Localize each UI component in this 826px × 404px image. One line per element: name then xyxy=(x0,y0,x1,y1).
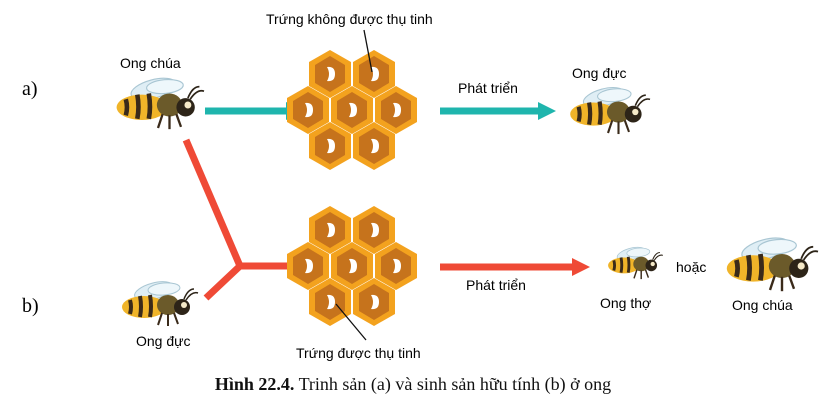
arrow-develop-a xyxy=(440,102,556,120)
red-junction-lines xyxy=(182,138,306,301)
worker-label: Ong thợ xyxy=(600,295,651,311)
worker-bee-icon xyxy=(606,243,665,281)
or-label: hoặc xyxy=(676,259,706,275)
queen-bee-icon-b xyxy=(727,234,818,291)
part-b-label: b) xyxy=(22,295,39,317)
honeycomb-fertilized xyxy=(287,206,417,326)
part-a-label: a) xyxy=(22,78,38,100)
queen-label-b: Ong chúa xyxy=(732,297,793,313)
fertilized-egg-pointer xyxy=(335,303,367,341)
caption-number: Hình 22.4. xyxy=(214,374,295,394)
drone-bee-icon-a xyxy=(570,84,650,134)
honeycomb-unfertilized xyxy=(287,50,417,170)
drone-label-a: Ong đực xyxy=(572,65,627,81)
drone-label-b: Ong đực xyxy=(136,333,191,349)
fertilized-egg-label: Trứng được thụ tinh xyxy=(296,345,421,361)
queen-label-a: Ong chúa xyxy=(120,55,181,71)
unfertilized-egg-label: Trứng không được thụ tinh xyxy=(266,11,433,27)
unfertilized-egg-pointer xyxy=(363,29,373,73)
figure-caption: Hình 22.4. Trinh sản (a) và sinh sản hữu… xyxy=(0,374,826,395)
queen-bee-icon-a xyxy=(117,74,204,129)
develop-label-a: Phát triển xyxy=(458,80,518,96)
arrow-develop-b xyxy=(440,258,590,276)
caption-text: Trinh sản (a) và sinh sản hữu tính (b) ở… xyxy=(298,374,612,394)
develop-label-b: Phát triển xyxy=(466,277,526,293)
drone-bee-icon-b xyxy=(120,276,200,328)
